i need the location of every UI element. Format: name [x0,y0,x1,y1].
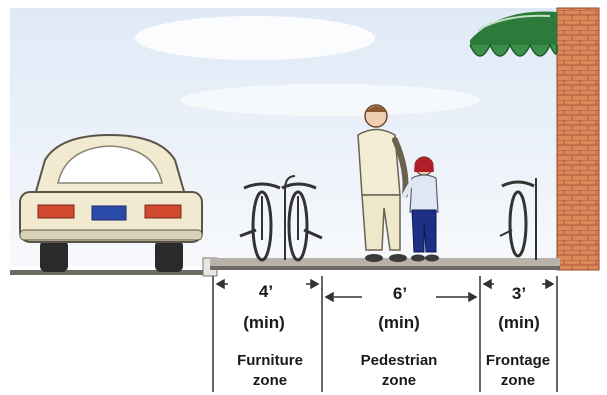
pedestrian-dimension: 6’ [370,284,430,304]
brick-wall [557,8,599,270]
pedestrian-zone-name: Pedestrian [334,352,464,370]
cloud [135,16,375,60]
pedestrian-min: (min) [364,313,434,333]
pedestrian-zone-word: zone [334,372,464,390]
frontage-zone-name: Frontage [453,352,583,370]
frontage-dimension: 3’ [489,284,549,304]
furniture-dimension: 4’ [236,282,296,302]
cloud [180,84,480,116]
furniture-zone-word: zone [205,372,335,390]
furniture-zone-name: Furniture [205,352,335,370]
frontage-min: (min) [484,313,554,333]
frontage-zone-word: zone [453,372,583,390]
furniture-min: (min) [229,313,299,333]
sidewalk-edge [210,266,560,270]
